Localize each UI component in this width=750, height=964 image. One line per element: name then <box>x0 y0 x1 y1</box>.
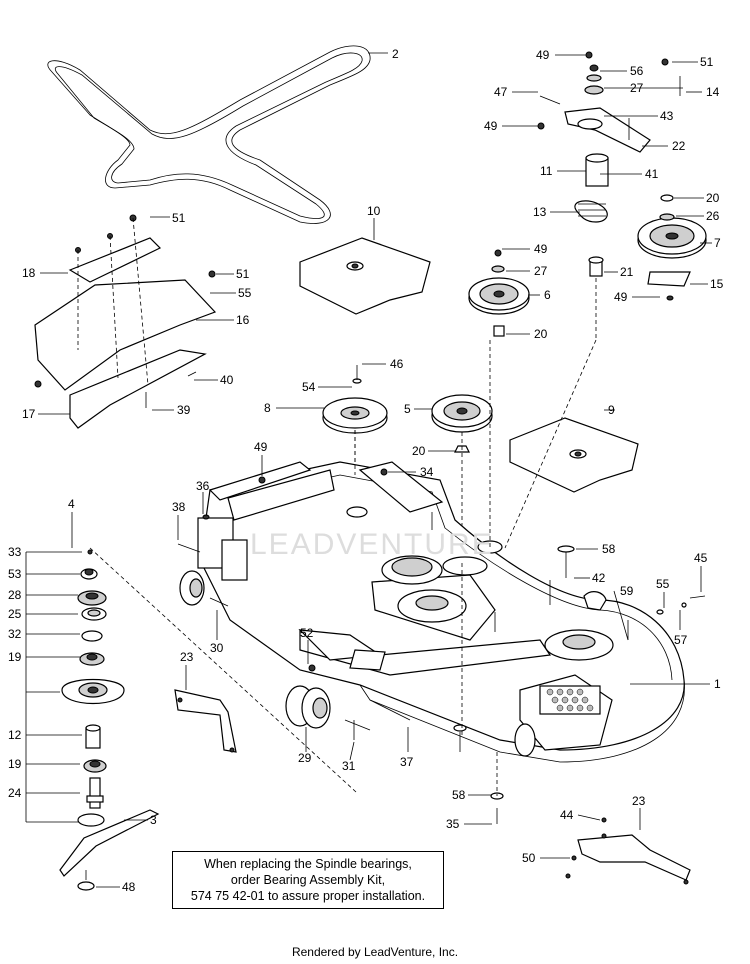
callout-49: 49 <box>254 440 268 454</box>
pulley-8 <box>322 365 388 505</box>
callout-40: 40 <box>220 373 234 387</box>
callout-24: 24 <box>8 786 22 800</box>
bearing-kit-notice: When replacing the Spindle bearings, ord… <box>172 851 444 909</box>
callout-58: 58 <box>602 542 616 556</box>
callout-38: 38 <box>172 500 186 514</box>
callout-51: 51 <box>700 55 714 69</box>
callout-36: 36 <box>196 479 210 493</box>
callout-7: 7 <box>714 236 721 250</box>
callout-13: 13 <box>533 205 547 219</box>
callout-31: 31 <box>342 759 356 773</box>
callout-28: 28 <box>8 588 22 602</box>
bracket-23-right <box>565 817 691 885</box>
pulley-6 <box>468 249 530 337</box>
callout-51: 51 <box>172 211 186 225</box>
callout-37: 37 <box>400 755 414 769</box>
drive-belt <box>47 45 371 224</box>
footer-credit: Rendered by LeadVenture, Inc. <box>291 945 459 959</box>
callout-14: 14 <box>706 85 720 99</box>
callout-11: 11 <box>540 164 553 178</box>
notice-line-1: When replacing the Spindle bearings, <box>204 857 412 871</box>
callout-39: 39 <box>177 403 191 417</box>
callout-21: 21 <box>620 265 634 279</box>
bracket-23-left <box>174 689 237 753</box>
cover-plate-9 <box>509 417 639 493</box>
callout-12: 12 <box>8 728 22 742</box>
callout-18: 18 <box>22 266 36 280</box>
callout-33: 33 <box>8 545 22 559</box>
callout-20: 20 <box>706 191 720 205</box>
callout-2: 2 <box>392 47 399 61</box>
callout-5: 5 <box>404 402 411 416</box>
anti-scalp-wheel-29 <box>285 685 331 729</box>
callout-19: 19 <box>8 650 22 664</box>
callout-3: 3 <box>150 813 157 827</box>
callout-49: 49 <box>534 242 548 256</box>
callout-4: 4 <box>68 497 75 511</box>
callout-27: 27 <box>630 81 644 95</box>
callout-9: 9 <box>608 403 615 417</box>
callout-44: 44 <box>560 808 574 822</box>
callout-59: 59 <box>620 584 634 598</box>
callout-49: 49 <box>536 48 550 62</box>
callout-42: 42 <box>592 571 606 585</box>
callout-47: 47 <box>494 85 508 99</box>
mower-deck <box>197 461 685 763</box>
callout-45: 45 <box>694 551 708 565</box>
deck-hardware <box>177 278 706 824</box>
callout-52: 52 <box>300 626 314 640</box>
callout-17: 17 <box>22 407 36 421</box>
callout-54: 54 <box>302 380 316 394</box>
callout-41: 41 <box>645 167 659 181</box>
callout-55: 55 <box>656 577 670 591</box>
callout-49: 49 <box>614 290 628 304</box>
belt-shield-assembly <box>34 214 217 429</box>
callout-49: 49 <box>484 119 498 133</box>
leader-lines <box>38 52 712 888</box>
rear-wheel-37 <box>369 699 536 757</box>
callout-20: 20 <box>534 327 548 341</box>
callout-6: 6 <box>544 288 551 302</box>
callout-35: 35 <box>446 817 460 831</box>
callout-57: 57 <box>674 633 688 647</box>
callout-1: 1 <box>714 677 721 691</box>
callout-34: 34 <box>420 465 434 479</box>
callout-27: 27 <box>534 264 548 278</box>
callout-30: 30 <box>210 641 224 655</box>
callout-16: 16 <box>236 313 250 327</box>
callout-22: 22 <box>672 139 686 153</box>
callout-48: 48 <box>122 880 136 894</box>
cover-plate-10 <box>299 237 431 315</box>
callout-15: 15 <box>710 277 724 291</box>
callout-32: 32 <box>8 627 22 641</box>
notice-line-2: order Bearing Assembly Kit, <box>230 873 386 887</box>
callout-58: 58 <box>452 788 466 802</box>
callout-19: 19 <box>8 757 22 771</box>
callout-29: 29 <box>298 751 312 765</box>
callout-labels: 2 10 51 18 51 55 16 40 39 17 49 56 51 27… <box>8 47 724 894</box>
callout-23: 23 <box>180 650 194 664</box>
callout-55: 55 <box>238 286 252 300</box>
callout-20: 20 <box>412 444 426 458</box>
notice-line-3: 574 75 42-01 to assure proper installati… <box>190 889 426 903</box>
callout-46: 46 <box>390 357 404 371</box>
callout-51: 51 <box>236 267 250 281</box>
callout-26: 26 <box>706 209 720 223</box>
callout-25: 25 <box>8 607 22 621</box>
pulley-5 <box>431 394 493 560</box>
watermark: LEADVENTURE <box>250 528 494 561</box>
callout-56: 56 <box>630 64 644 78</box>
spindle-assembly <box>25 512 357 891</box>
anti-scalp-wheel-30 <box>179 570 229 607</box>
callout-43: 43 <box>660 109 674 123</box>
callout-23: 23 <box>632 794 646 808</box>
callout-53: 53 <box>8 567 22 581</box>
callout-50: 50 <box>522 851 536 865</box>
callout-8: 8 <box>264 401 271 415</box>
callout-10: 10 <box>367 204 381 218</box>
idler-arm-assembly <box>537 51 707 301</box>
